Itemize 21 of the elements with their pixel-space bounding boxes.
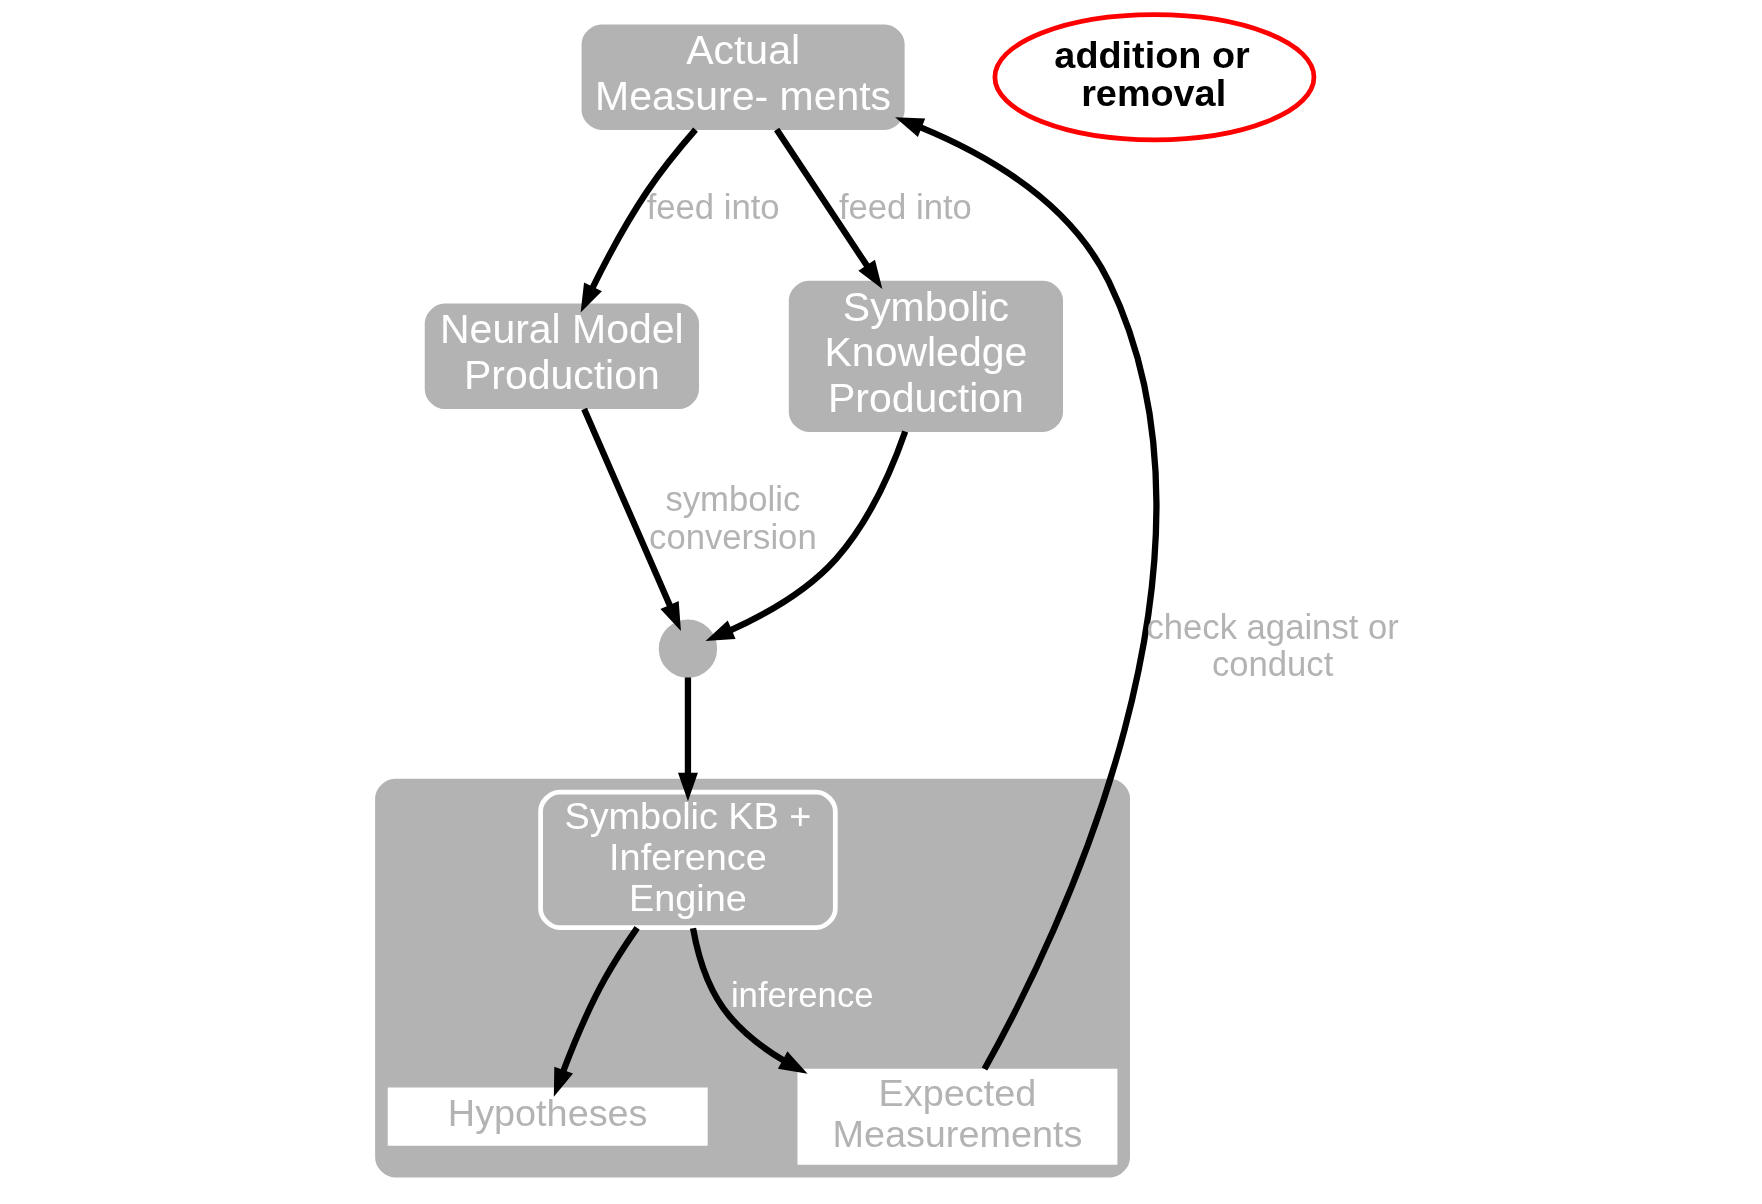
- edge-label: inference: [730, 976, 874, 1015]
- arrow: [895, 117, 1160, 1071]
- arrow: [678, 677, 698, 802]
- node-ellipse: addition or removal: [992, 12, 1317, 143]
- edge-label: feed into: [646, 188, 780, 227]
- edge-label: feed into: [838, 188, 972, 227]
- arrow: [689, 927, 808, 1074]
- arrow: [580, 127, 698, 313]
- node-box: Symbolic Knowledge Production: [788, 280, 1063, 432]
- arrow: [553, 926, 640, 1097]
- cluster: [375, 778, 1130, 1178]
- arrow: [705, 430, 909, 641]
- node-circle: [658, 619, 718, 678]
- node-box: Expected Measurements: [797, 1068, 1118, 1165]
- edge-label: symbolic conversion: [649, 479, 817, 556]
- node-box: Symbolic KB + Inference Engine: [538, 789, 838, 930]
- arrow: [581, 407, 681, 631]
- node-box: Actual Measure- ments: [581, 24, 905, 130]
- node-box: Neural Model Production: [424, 303, 699, 410]
- arrow: [774, 127, 883, 289]
- node-box: Hypotheses: [387, 1087, 708, 1146]
